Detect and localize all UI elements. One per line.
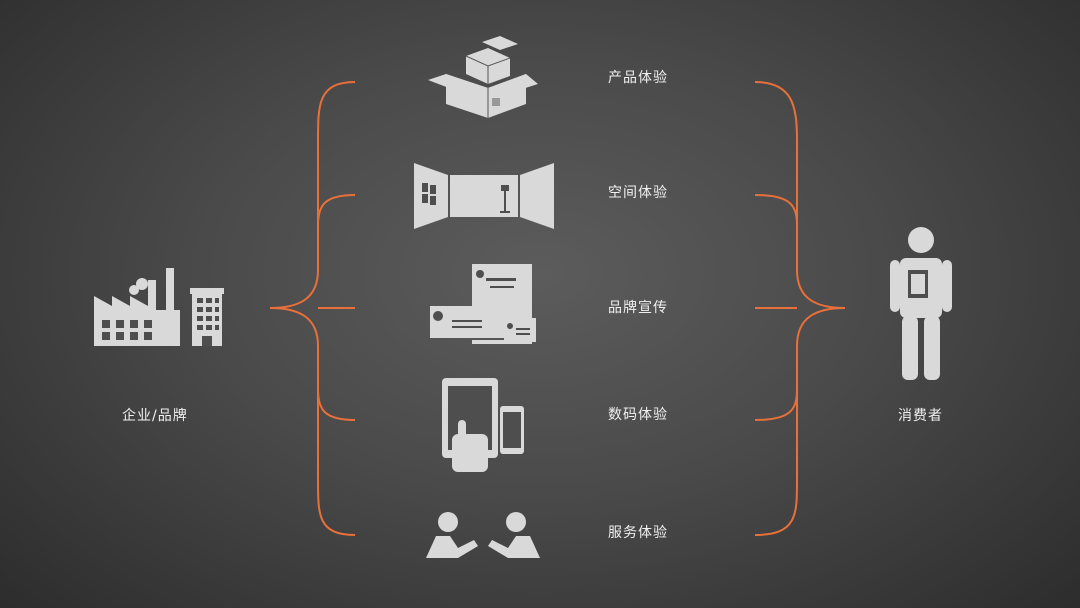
factory-icon: [94, 268, 224, 346]
left-branch-2: [317, 194, 356, 226]
consumer-person-icon: [890, 227, 952, 380]
category-label-brand: 品牌宣传: [608, 300, 668, 316]
category-label-service: 服务体验: [608, 525, 668, 541]
category-label-digital: 数码体验: [608, 407, 668, 423]
category-label-space: 空间体验: [608, 185, 668, 201]
room-space-icon: [414, 163, 554, 229]
brand-stationery-icon: [430, 264, 536, 344]
right-branch-4: [754, 389, 798, 421]
left-brace: [269, 81, 356, 536]
category-label-product: 产品体验: [608, 70, 668, 86]
left-branch-4: [317, 389, 356, 421]
service-people-icon: [426, 512, 540, 558]
right-brace: [754, 81, 846, 536]
right-branch-2: [754, 194, 798, 226]
box-icon: [428, 36, 538, 118]
right-entity-label: 消费者: [898, 408, 943, 424]
left-entity-label: 企业/品牌: [122, 408, 188, 424]
tablet-phone-icon: [442, 378, 524, 472]
